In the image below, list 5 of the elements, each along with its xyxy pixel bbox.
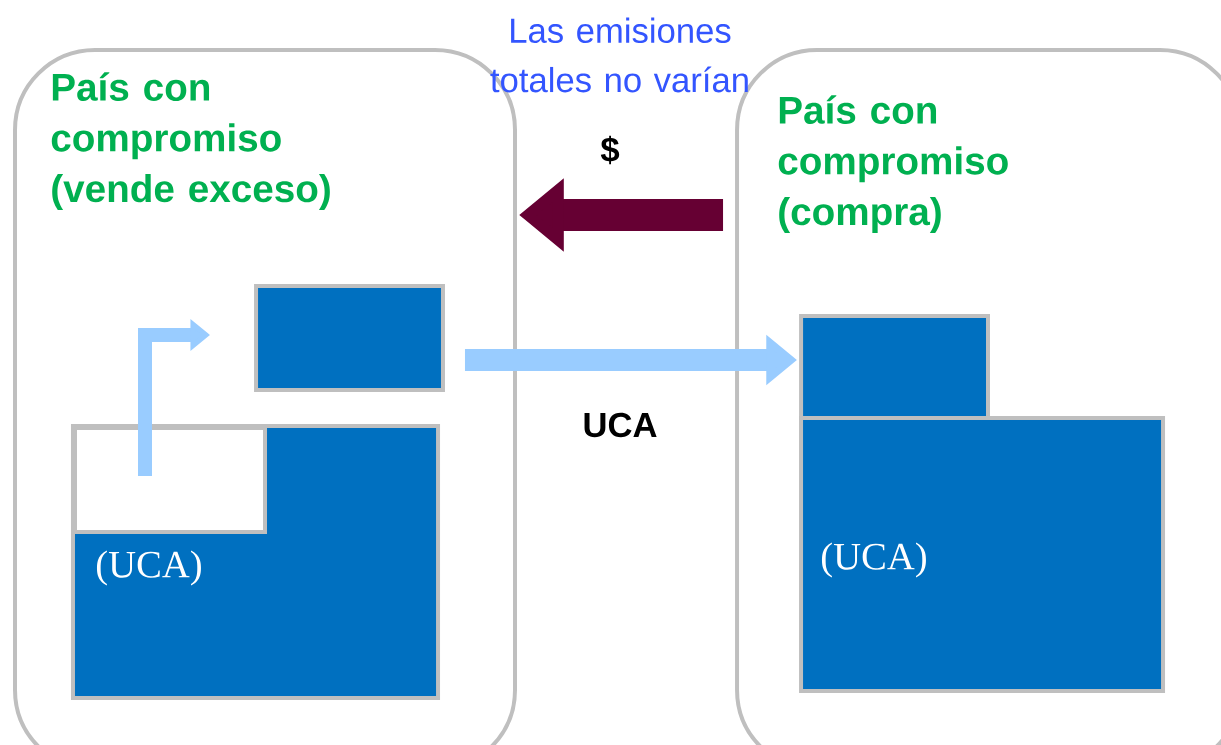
emission-block xyxy=(254,284,445,392)
edge-label: UCA xyxy=(584,412,657,438)
note-text: Las emisiones totales no varían xyxy=(490,17,748,93)
edge-label: $ xyxy=(600,135,620,165)
emission-block: (UCA) xyxy=(70,424,441,700)
